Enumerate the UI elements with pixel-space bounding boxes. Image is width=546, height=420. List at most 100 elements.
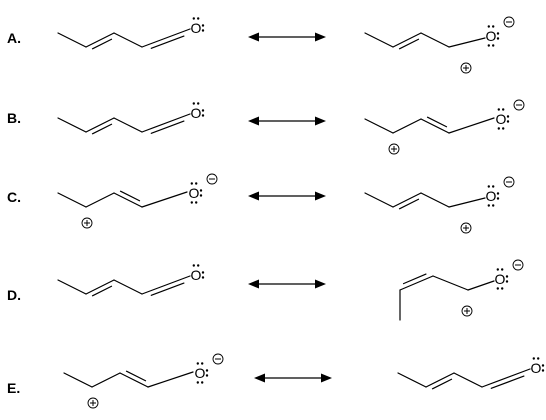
lone-pair-dot (201, 271, 205, 274)
oxygen-atom: O (189, 185, 200, 201)
lone-pair-dot (201, 109, 205, 112)
negative-charge-icon (513, 99, 525, 111)
double-bond-line (150, 120, 185, 134)
lone-pair-dot (205, 369, 209, 372)
bond (141, 191, 188, 208)
bond (448, 37, 486, 48)
bond (57, 192, 87, 208)
lone-pair-dot (192, 102, 195, 105)
lone-pair-dot (192, 17, 195, 20)
lone-pair-dot (487, 25, 490, 28)
bond (85, 32, 115, 48)
bond (57, 279, 87, 295)
lone-pair-dot (497, 127, 500, 130)
bond (85, 279, 115, 295)
double-bond-line (398, 198, 420, 210)
bond (113, 192, 143, 208)
lone-pair-dot (201, 114, 205, 117)
bond (113, 279, 143, 295)
bond (85, 192, 115, 208)
option-label: A. (7, 30, 21, 46)
lone-pair-dot (496, 37, 500, 40)
bond (141, 275, 191, 295)
lone-pair-dot (487, 204, 490, 207)
negative-charge-icon (206, 173, 218, 185)
lone-pair-dot (497, 108, 500, 111)
lone-pair-dot (492, 204, 495, 207)
oxygen-atom: O (191, 20, 202, 36)
option-label: E. (7, 380, 20, 396)
lone-pair-dot (502, 108, 505, 111)
option-b[interactable]: B. O O (7, 99, 525, 155)
bond (141, 113, 191, 133)
positive-charge-icon (460, 222, 472, 234)
option-label: B. (7, 110, 21, 126)
lone-pair-dot (190, 201, 193, 204)
double-bond-line (91, 123, 113, 135)
lone-pair-dot (496, 32, 500, 35)
resonance-arrow-icon (248, 279, 326, 289)
lone-pair-dot (541, 369, 545, 372)
lone-pair-dot (492, 44, 495, 47)
double-bond-line (402, 273, 427, 285)
left-structure: O (63, 353, 224, 409)
lone-pair-dot (537, 357, 540, 360)
lone-pair-dot (492, 25, 495, 28)
lone-pair-dot (496, 287, 499, 290)
bond (141, 28, 191, 48)
lone-pair-dot (197, 102, 200, 105)
bond (63, 372, 93, 388)
oxygen-atom: O (495, 271, 506, 287)
right-structure: O (364, 176, 515, 234)
bond (425, 372, 455, 388)
left-structure: O (57, 102, 205, 135)
left-structure: O (57, 173, 218, 229)
lone-pair-dot (501, 287, 504, 290)
lone-pair-dot (501, 268, 504, 271)
lone-pair-dot (201, 29, 205, 32)
lone-pair-dot (201, 362, 204, 365)
negative-charge-icon (212, 353, 224, 365)
bond (364, 32, 394, 48)
resonance-arrow-icon (248, 32, 326, 42)
option-label: D. (7, 287, 21, 303)
lone-pair-dot (505, 275, 509, 278)
resonance-arrow-icon (248, 191, 326, 201)
lone-pair-dot (195, 201, 198, 204)
resonance-arrow-icon (254, 373, 332, 383)
bond (364, 192, 394, 208)
double-bond-line (426, 116, 448, 128)
option-label: C. (7, 189, 21, 205)
bond (432, 275, 469, 291)
right-structure: O (364, 99, 525, 155)
positive-charge-icon (81, 217, 93, 229)
lone-pair-dot (201, 24, 205, 27)
lone-pair-dot (199, 189, 203, 192)
bond (85, 117, 115, 133)
resonance-arrow-icon (248, 116, 326, 126)
lone-pair-dot (505, 280, 509, 283)
bond (392, 118, 422, 134)
lone-pair-dot (201, 276, 205, 279)
negative-charge-icon (512, 259, 524, 271)
lone-pair-dot (197, 17, 200, 20)
positive-charge-icon (388, 143, 400, 155)
double-bond-line (150, 282, 185, 296)
lone-pair-dot (192, 264, 195, 267)
negative-charge-icon (503, 176, 515, 188)
option-c[interactable]: C. O O (7, 173, 515, 234)
right-structure: O (399, 259, 524, 321)
bond (392, 32, 422, 48)
positive-charge-icon (87, 397, 99, 409)
bond (467, 280, 495, 291)
left-structure: O (57, 17, 205, 50)
oxygen-atom: O (496, 111, 507, 127)
lone-pair-dot (487, 185, 490, 188)
lone-pair-dot (496, 197, 500, 200)
bond (113, 32, 143, 48)
lone-pair-dot (502, 127, 505, 130)
